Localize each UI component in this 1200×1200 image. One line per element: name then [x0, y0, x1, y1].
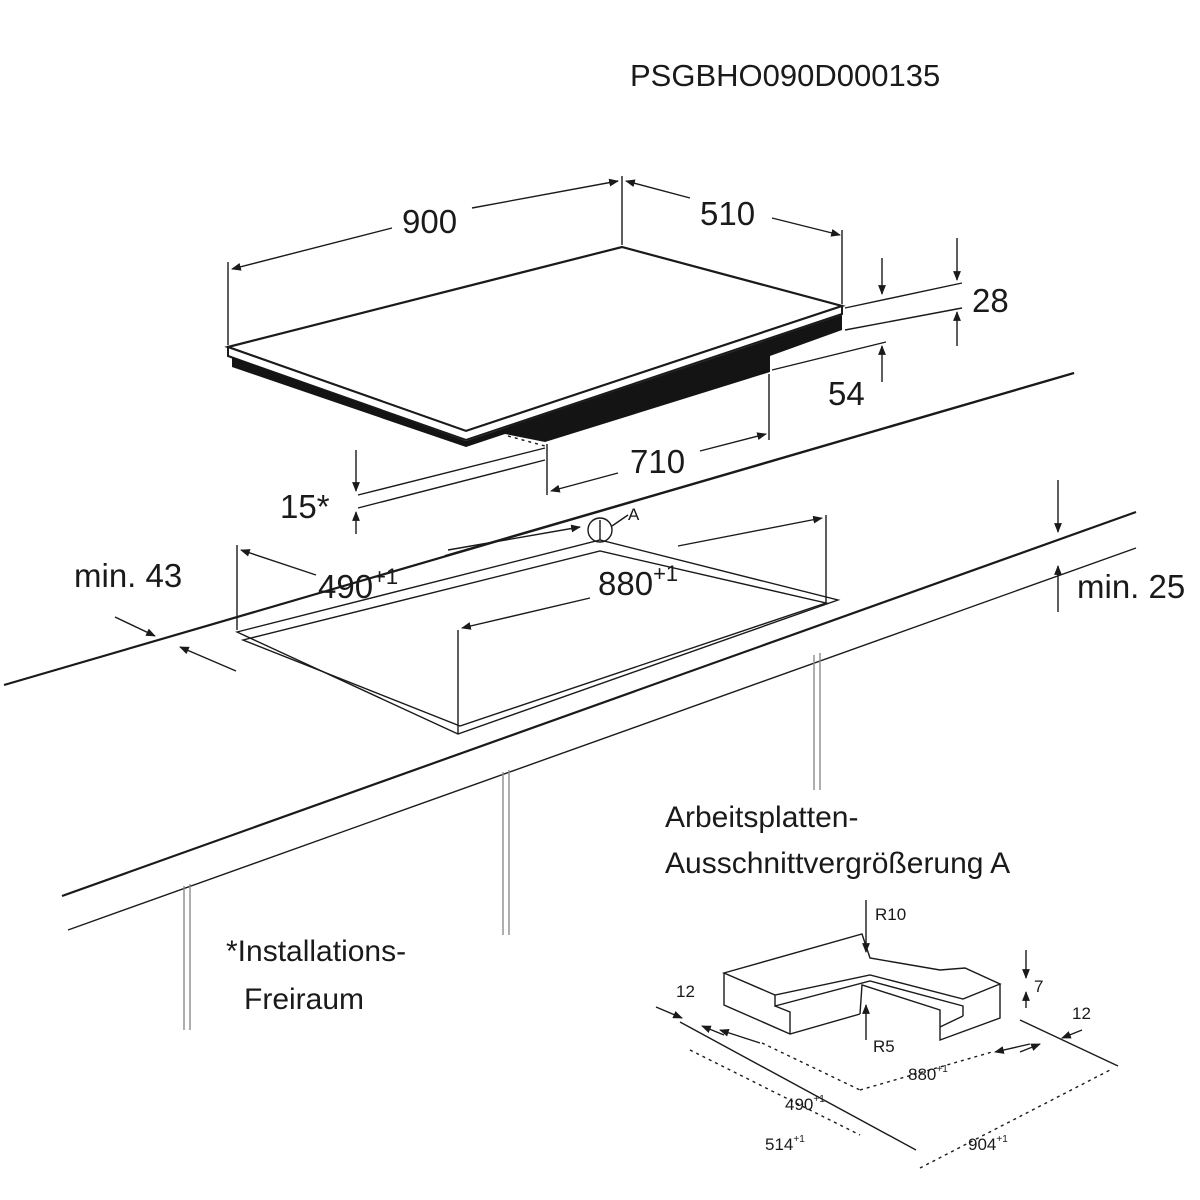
dim-depth-label: 510: [700, 195, 755, 232]
dimension-min-43: min. 43: [74, 557, 237, 672]
dimension-cutout-880: 880+1: [457, 515, 827, 734]
dim-cutout-depth-label: 490+1: [318, 564, 398, 605]
dimension-depth-510: 510: [625, 179, 843, 304]
dimension-bottom-710: 710: [507, 374, 770, 495]
dimension-thickness-28: 28: [844, 238, 1009, 346]
dim-cutout-width-tol: +1: [653, 561, 678, 586]
hob: [224, 245, 846, 447]
dim-cutout-width-value: 880: [598, 565, 653, 602]
dim-min-side-label: min. 25: [1077, 568, 1185, 605]
dimension-height-54: 54: [771, 341, 887, 412]
footnote-line1: *Installations-: [226, 935, 406, 968]
detail-outer-depth-value: 514: [765, 1135, 793, 1154]
dim-cutout-depth-tol: +1: [373, 564, 398, 589]
detail-inner-depth-value: 490: [785, 1095, 813, 1114]
worktop-front-bottom: [67, 547, 1137, 931]
detail-outer-width-tol: +1: [996, 1134, 1008, 1145]
worktop: [3, 371, 1137, 1030]
detail-marker-label: A: [628, 505, 640, 524]
detail-r-inner-label: R5: [873, 1037, 895, 1056]
dim-height-label: 54: [828, 375, 865, 412]
detail-inner-depth-tol: +1: [813, 1094, 825, 1105]
dimension-cutout-490: 490+1: [236, 520, 601, 630]
dimension-min-25: min. 25: [1054, 480, 1185, 612]
dim-cutout-depth-value: 490: [318, 568, 373, 605]
detail-right-offset-label: 12: [1072, 1004, 1091, 1023]
dimension-width-900: 900: [227, 176, 623, 345]
worktop-back-inner: [444, 371, 1075, 558]
dim-thickness-label: 28: [972, 282, 1009, 319]
detail-marker-circle: [587, 517, 613, 543]
detail-inner-width-tol: +1: [936, 1064, 948, 1075]
detail-left-offset-label: 12: [676, 982, 695, 1001]
detail-inner-width-label: 880+1: [908, 1064, 948, 1084]
detail-title-line2: Ausschnittvergrößerung A: [665, 847, 1010, 880]
worktop-front-edge: [61, 510, 1137, 898]
worktop-cutout: A: [234, 505, 841, 735]
detail-outer-width-value: 904: [968, 1135, 996, 1154]
hob-glass-edge: [227, 304, 843, 442]
dim-width-label: 900: [402, 203, 457, 240]
detail-outer-depth-label: 514+1: [765, 1134, 805, 1154]
dim-min-front-label: min. 43: [74, 557, 182, 594]
drawing-code: PSGBHO090D000135: [630, 58, 940, 93]
detail-title-line1: Arbeitsplatten-: [665, 801, 858, 834]
dim-clearance-label: 15*: [280, 488, 330, 525]
detail-r-outer-label: R10: [875, 905, 906, 924]
detail-inner-width-value: 880: [908, 1065, 936, 1084]
detail-step-label: 7: [1034, 977, 1043, 996]
detail-outer-width-label: 904+1: [968, 1134, 1008, 1154]
footnote-line2: Freiraum: [244, 983, 364, 1016]
detail-a-drawing: R10 R5 7 12 12 490+1 880+1 514+1: [655, 900, 1119, 1169]
hob-body: [232, 315, 842, 447]
detail-outer-depth-tol: +1: [793, 1134, 805, 1145]
dim-cutout-width-label: 880+1: [598, 561, 678, 602]
dim-bottom-label: 710: [630, 443, 685, 480]
detail-inner-depth-label: 490+1: [785, 1094, 825, 1114]
dimension-clearance: 15*: [280, 447, 546, 534]
